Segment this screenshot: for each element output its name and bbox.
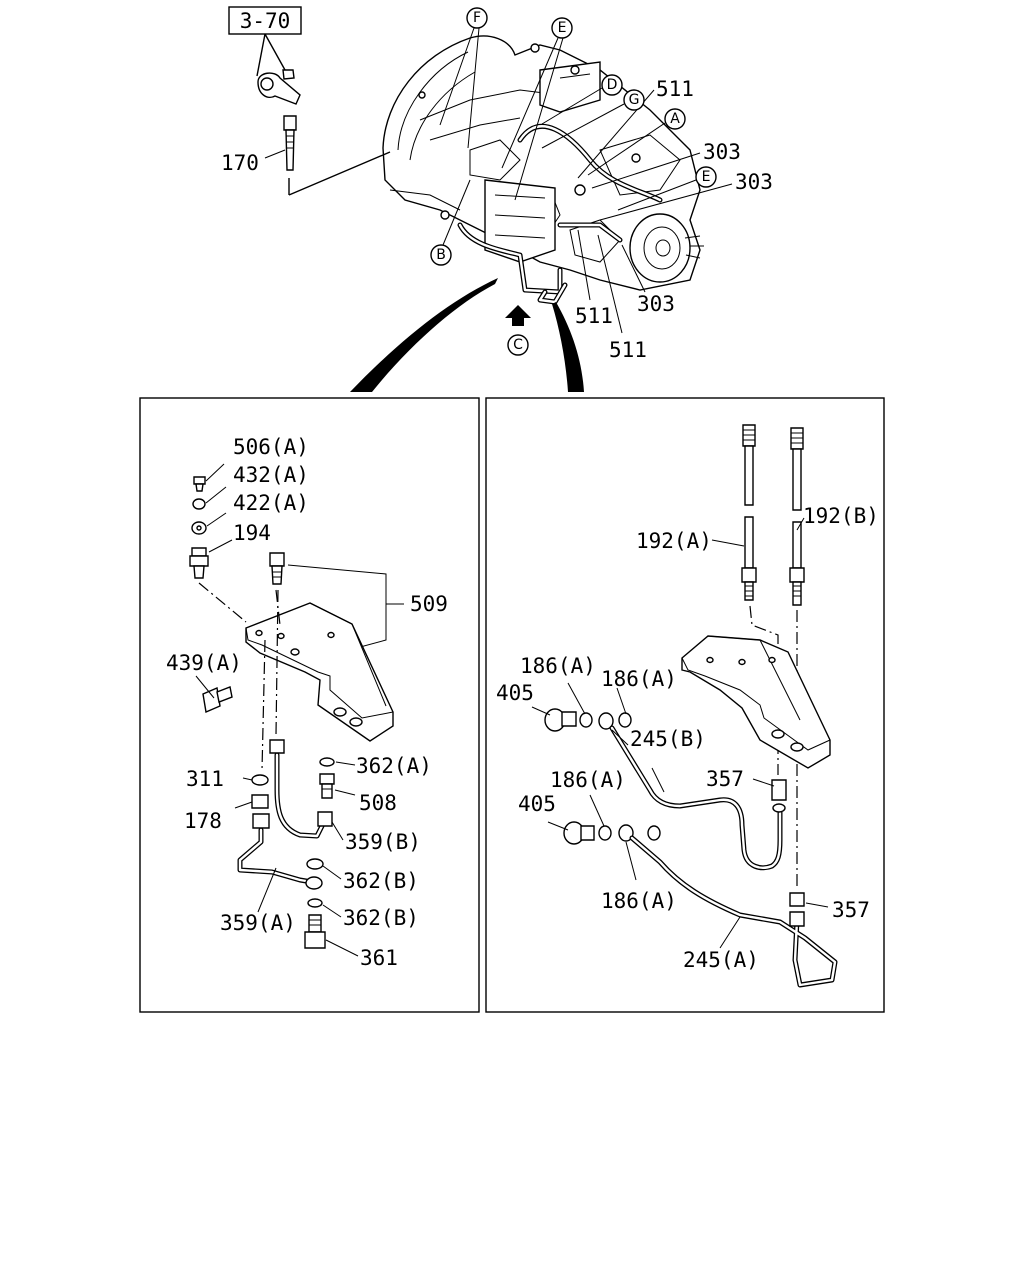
left-panel-parts [189, 463, 404, 957]
part-label-511: 511 [575, 304, 613, 328]
part-label-186a: 186(A) [520, 654, 596, 678]
part-label-362b: 362(B) [343, 906, 419, 930]
left-detail-panel [139, 397, 480, 1013]
part-label-405: 405 [496, 681, 534, 705]
top-labels: 170 511 303 303 303 511 511 [221, 77, 773, 362]
ref-letter-e: E [558, 20, 567, 36]
ref-letter-f: F [473, 10, 481, 26]
section-ref: 3-70 [240, 9, 291, 33]
part-label-357: 357 [832, 898, 870, 922]
part-label-311: 311 [186, 767, 224, 791]
transmission-assembly [288, 35, 704, 305]
ref-circle-a [664, 108, 686, 130]
part-label-422a: 422(A) [233, 491, 309, 515]
right-panel-labels: 192(A) 192(B) 186(A) 186(A) 405 245(B) 3… [496, 504, 879, 972]
part-label-511: 511 [656, 77, 694, 101]
ref-circle-f [466, 7, 488, 29]
ref-letter-e: E [702, 169, 711, 185]
part-label-186a: 186(A) [601, 667, 677, 691]
ref-letter-a: A [670, 111, 680, 127]
part-label-509: 509 [410, 592, 448, 616]
left-panel-labels: 506(A) 432(A) 422(A) 194 509 439(A) 311 … [166, 435, 448, 970]
bracket-3-70: 3-70 [228, 6, 302, 171]
part-label-192b: 192(B) [803, 504, 879, 528]
ref-letter-c: C [513, 337, 523, 353]
ref-circle-g [623, 89, 645, 111]
part-label-194: 194 [233, 521, 271, 545]
part-label-303: 303 [637, 292, 675, 316]
part-label-361: 361 [360, 946, 398, 970]
part-label-357: 357 [706, 767, 744, 791]
part-label-245b: 245(B) [630, 727, 706, 751]
circle-refs: F E D G A E B C [430, 7, 717, 356]
part-label-170: 170 [221, 151, 259, 175]
part-label-303: 303 [735, 170, 773, 194]
part-label-508: 508 [359, 791, 397, 815]
ref-circle-e [551, 17, 573, 39]
part-label-432a: 432(A) [233, 463, 309, 487]
part-label-186a: 186(A) [550, 768, 626, 792]
part-label-359b: 359(B) [345, 830, 421, 854]
ref-letter-d: D [607, 77, 618, 93]
part-label-362a: 362(A) [356, 754, 432, 778]
right-panel-parts [531, 424, 838, 988]
view-arrow [350, 278, 584, 392]
part-label-178: 178 [184, 809, 222, 833]
ref-circle-e [695, 166, 717, 188]
part-label-511: 511 [609, 338, 647, 362]
part-label-439a: 439(A) [166, 651, 242, 675]
ref-circle-c [507, 334, 529, 356]
part-label-359a: 359(A) [220, 911, 296, 935]
ref-circle-d [601, 74, 623, 96]
section-ref-box [228, 6, 302, 35]
part-label-245a: 245(A) [683, 948, 759, 972]
ref-circle-b [430, 244, 452, 266]
part-label-405: 405 [518, 792, 556, 816]
right-detail-panel [485, 397, 885, 1013]
ref-letter-g: G [629, 92, 640, 108]
part-label-186a: 186(A) [601, 889, 677, 913]
part-label-362b: 362(B) [343, 869, 419, 893]
part-label-192a: 192(A) [636, 529, 712, 553]
ref-letter-b: B [436, 247, 446, 263]
part-label-303: 303 [703, 140, 741, 164]
part-label-506a: 506(A) [233, 435, 309, 459]
